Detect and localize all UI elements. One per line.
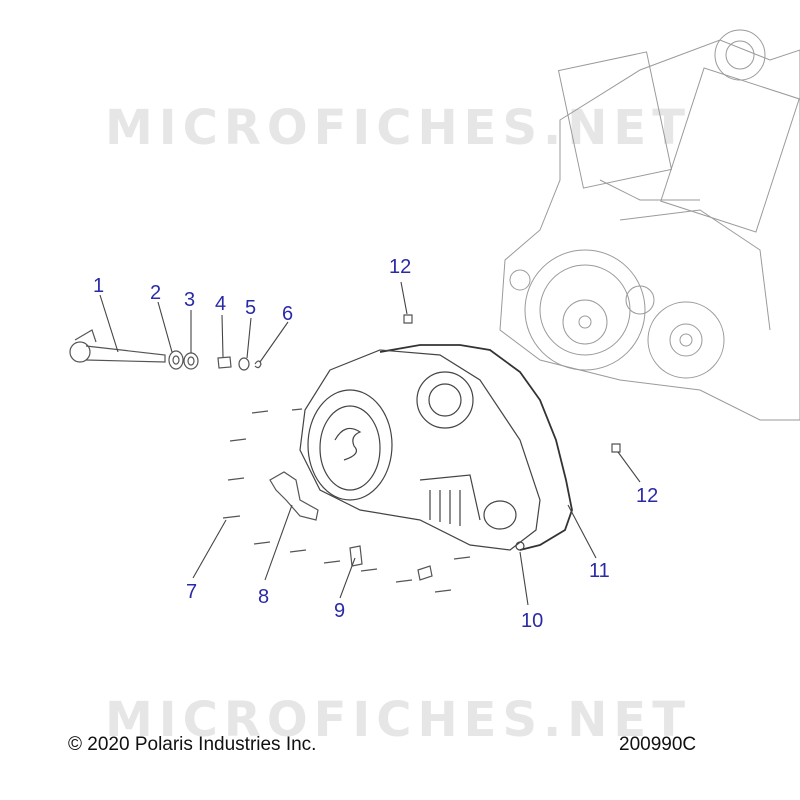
- callout-10: 10: [521, 610, 544, 632]
- diagram-code: 200990C: [619, 734, 697, 755]
- callout-12-right: 12: [636, 485, 659, 507]
- callout-2: 2: [150, 282, 162, 304]
- callout-1: 1: [93, 275, 105, 297]
- callout-5: 5: [245, 297, 257, 319]
- part-plates: [349, 545, 433, 581]
- watermark-top: MICROFICHES.NET: [105, 100, 691, 156]
- leader-lines: [99, 281, 641, 606]
- watermark-bottom: MICROFICHES.NET: [105, 692, 691, 748]
- part-bushing: [183, 352, 199, 370]
- part-primary-cover: [299, 349, 541, 551]
- callout-11: 11: [589, 560, 610, 582]
- part-dowel-top: [403, 314, 413, 324]
- callout-8: 8: [258, 586, 270, 608]
- part-washer: [238, 357, 250, 371]
- engine-assembly: [499, 29, 800, 421]
- part-seal: [168, 350, 184, 370]
- callout-6: 6: [282, 303, 294, 325]
- part-dowel-right: [611, 443, 621, 453]
- callout-4: 4: [215, 293, 227, 315]
- callout-3: 3: [184, 289, 196, 311]
- callout-7: 7: [186, 581, 198, 603]
- callout-12-top: 12: [389, 256, 412, 278]
- part-bolts: [222, 408, 471, 593]
- part-clip: [254, 360, 262, 369]
- callout-9: 9: [334, 600, 346, 622]
- copyright-text: © 2020 Polaris Industries Inc.: [68, 734, 317, 755]
- part-gasket: [379, 344, 573, 551]
- part-bracket: [269, 471, 319, 521]
- part-shift-shaft: [69, 329, 166, 363]
- part-nut: [217, 356, 232, 369]
